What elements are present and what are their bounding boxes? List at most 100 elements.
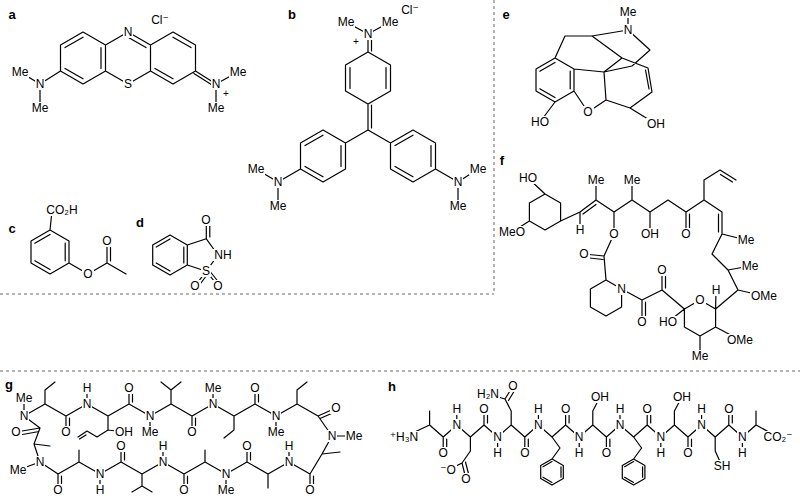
- atom-label: Me: [31, 102, 50, 114]
- atom-label: O: [439, 446, 448, 460]
- atom-label: O: [680, 228, 691, 240]
- atom-label: Me: [217, 484, 236, 496]
- atom-label: N: [221, 468, 232, 480]
- atom-label: N: [327, 430, 338, 442]
- atom-label: N: [363, 28, 374, 40]
- atom-label: N: [35, 456, 46, 468]
- atom-label: CO₂H: [46, 203, 77, 217]
- atom-label: Me: [207, 102, 226, 114]
- atom-label: O: [681, 227, 690, 241]
- atom-label: O: [305, 483, 314, 497]
- atom-label: O: [250, 381, 259, 395]
- panel-letter: e: [501, 8, 510, 21]
- crystal-violet-structure: [256, 22, 478, 206]
- atom-label: O: [479, 402, 488, 416]
- atom-label: H₂N: [476, 388, 500, 400]
- atom-label: N: [454, 175, 463, 189]
- atom-label: S: [123, 78, 133, 90]
- atom-label: N: [145, 410, 156, 422]
- atom-label: Me: [742, 259, 759, 273]
- atom-label: ⁺H₃N: [390, 430, 419, 444]
- atom-label: H: [158, 440, 169, 452]
- atom-label: O: [609, 227, 618, 241]
- atom-label: N: [36, 77, 45, 91]
- atom-label: Me: [10, 463, 27, 477]
- atom-label: Cl⁻: [400, 4, 420, 16]
- atom-label: H: [159, 439, 168, 453]
- atom-label: O: [11, 425, 20, 439]
- atom-label: O: [52, 484, 63, 496]
- panel-letter: a: [8, 7, 15, 22]
- atom-label: O: [608, 228, 619, 240]
- panel-letter: g: [5, 377, 13, 392]
- atom-label: N: [624, 23, 633, 37]
- panel-divider: [0, 0, 494, 294]
- atom-label: H: [452, 402, 461, 416]
- atom-label: S: [202, 264, 210, 278]
- atom-label: N: [616, 418, 625, 432]
- atom-label: O: [189, 280, 200, 292]
- atom-label: O: [578, 248, 589, 260]
- atom-label: H: [492, 447, 503, 459]
- atom-label: Me: [208, 101, 225, 115]
- atom-label: Me: [345, 430, 364, 442]
- atom-label: H: [615, 403, 626, 415]
- atom-label: OH: [590, 391, 610, 403]
- atom-label: Me: [449, 200, 468, 212]
- atom-label: H: [712, 283, 721, 297]
- atom-label: OH: [114, 426, 134, 438]
- atom-label: O: [331, 401, 340, 415]
- atom-label: OH: [641, 227, 659, 241]
- atom-label: Me: [141, 426, 160, 438]
- atom-label: Me: [230, 65, 247, 79]
- atom-label: Cl⁻: [151, 13, 169, 27]
- atom-label: S: [201, 265, 211, 277]
- panel-letter: h: [388, 379, 396, 394]
- atom-label: H: [574, 447, 585, 459]
- atom-label: Me: [337, 16, 356, 28]
- atom-label: Me: [142, 425, 159, 439]
- atom-label: Me: [267, 426, 286, 438]
- atom-label: O: [186, 426, 197, 438]
- atom-label: O: [724, 402, 733, 416]
- atom-label: H₂N: [477, 387, 499, 401]
- atom-label: O: [643, 402, 652, 416]
- atom-label: O: [478, 403, 489, 415]
- atom-label: H: [697, 402, 706, 416]
- atom-label: N: [574, 431, 585, 443]
- atom-label: O: [83, 267, 92, 281]
- charge-sign: +: [222, 89, 230, 99]
- atom-label: O: [212, 280, 223, 292]
- atom-label: O: [10, 426, 21, 438]
- atom-label: N: [656, 430, 665, 444]
- atom-label: O: [330, 402, 341, 414]
- atom-label: N: [96, 467, 105, 481]
- saccharin-structure: [153, 220, 221, 288]
- atom-label: Me: [218, 483, 235, 497]
- atom-label: N: [158, 456, 169, 468]
- atom-label: O: [249, 382, 260, 394]
- atom-label: O: [723, 403, 734, 415]
- atom-label: N: [146, 409, 155, 423]
- panel-letter: g: [4, 378, 14, 391]
- atom-label: Me: [16, 391, 33, 405]
- atom-label: O: [53, 483, 62, 497]
- panel-letter: d: [136, 215, 144, 230]
- atom-label: O: [560, 403, 571, 415]
- bond-lines: [16, 12, 778, 492]
- atom-label: Me: [269, 200, 288, 212]
- atom-label: OH: [672, 391, 692, 403]
- atom-label: O: [582, 106, 593, 118]
- atom-label: N: [82, 398, 93, 410]
- atom-label: O: [520, 446, 529, 460]
- atom-label: Me: [229, 66, 248, 78]
- atom-label: N: [35, 78, 46, 90]
- atom-label: N: [211, 78, 222, 90]
- atom-label: CO₂⁻: [763, 431, 794, 443]
- atom-label: Me: [623, 174, 642, 186]
- atom-label: O: [201, 213, 210, 227]
- atom-label: Me: [692, 349, 709, 363]
- panel-letter: a: [7, 8, 16, 21]
- atom-label: O: [636, 316, 647, 328]
